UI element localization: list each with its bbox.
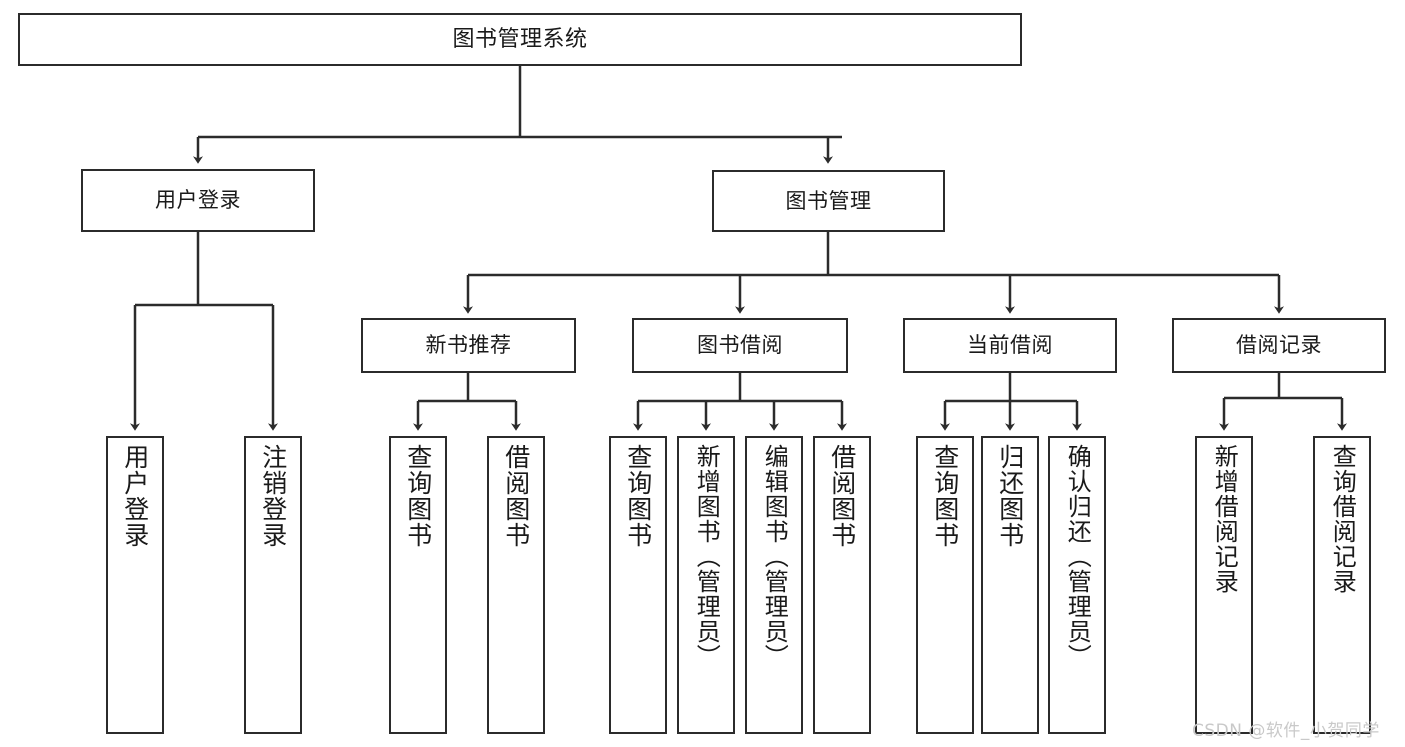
node-label: 借阅图书 xyxy=(501,444,531,548)
node-leaf-confirm-return[interactable]: 确认归还（管理员） xyxy=(1048,436,1106,734)
node-label: 查询借阅记录 xyxy=(1328,444,1357,594)
node-leaf-query-book-borrow[interactable]: 查询图书 xyxy=(609,436,667,734)
node-leaf-return-book[interactable]: 归还图书 xyxy=(981,436,1039,734)
node-label: 借阅图书 xyxy=(827,444,857,548)
node-label: 查询图书 xyxy=(930,444,960,548)
node-label: 图书管理系统 xyxy=(452,26,588,52)
node-label: 用户登录 xyxy=(155,188,241,213)
node-leaf-logout-login[interactable]: 注销登录 xyxy=(244,436,302,734)
node-label: 图书借阅 xyxy=(697,333,783,358)
node-book-manage[interactable]: 图书管理 xyxy=(712,170,945,232)
node-label: 编辑图书（管理员） xyxy=(760,444,789,669)
node-leaf-borrow-book-borrow[interactable]: 借阅图书 xyxy=(813,436,871,734)
node-leaf-query-borrow-record[interactable]: 查询借阅记录 xyxy=(1313,436,1371,734)
node-leaf-borrow-book-recommend[interactable]: 借阅图书 xyxy=(487,436,545,734)
node-label: 查询图书 xyxy=(623,444,653,548)
node-leaf-edit-book[interactable]: 编辑图书（管理员） xyxy=(745,436,803,734)
node-label: 新书推荐 xyxy=(425,333,512,358)
node-new-book-recommend[interactable]: 新书推荐 xyxy=(361,318,576,373)
node-label: 注销登录 xyxy=(258,444,288,548)
node-book-borrow[interactable]: 图书借阅 xyxy=(632,318,848,373)
node-label: 用户登录 xyxy=(120,444,150,548)
node-current-borrow[interactable]: 当前借阅 xyxy=(903,318,1117,373)
node-book-management-system[interactable]: 图书管理系统 xyxy=(18,13,1022,66)
node-leaf-add-borrow-record[interactable]: 新增借阅记录 xyxy=(1195,436,1253,734)
node-user-login[interactable]: 用户登录 xyxy=(81,169,315,232)
node-label: 查询图书 xyxy=(403,444,433,548)
watermark-text: CSDN @软件_小贺同学 xyxy=(1192,721,1380,741)
node-label: 归还图书 xyxy=(995,444,1025,548)
node-label: 新增图书（管理员） xyxy=(692,444,721,669)
node-label: 当前借阅 xyxy=(967,333,1053,358)
node-label: 确认归还（管理员） xyxy=(1063,444,1092,669)
node-leaf-query-book-recommend[interactable]: 查询图书 xyxy=(389,436,447,734)
node-label: 借阅记录 xyxy=(1236,333,1322,358)
node-label: 图书管理 xyxy=(785,188,872,213)
node-leaf-user-login[interactable]: 用户登录 xyxy=(106,436,164,734)
node-borrow-record[interactable]: 借阅记录 xyxy=(1172,318,1386,373)
node-leaf-add-book[interactable]: 新增图书（管理员） xyxy=(677,436,735,734)
node-label: 新增借阅记录 xyxy=(1210,444,1239,594)
node-leaf-query-book-current[interactable]: 查询图书 xyxy=(916,436,974,734)
